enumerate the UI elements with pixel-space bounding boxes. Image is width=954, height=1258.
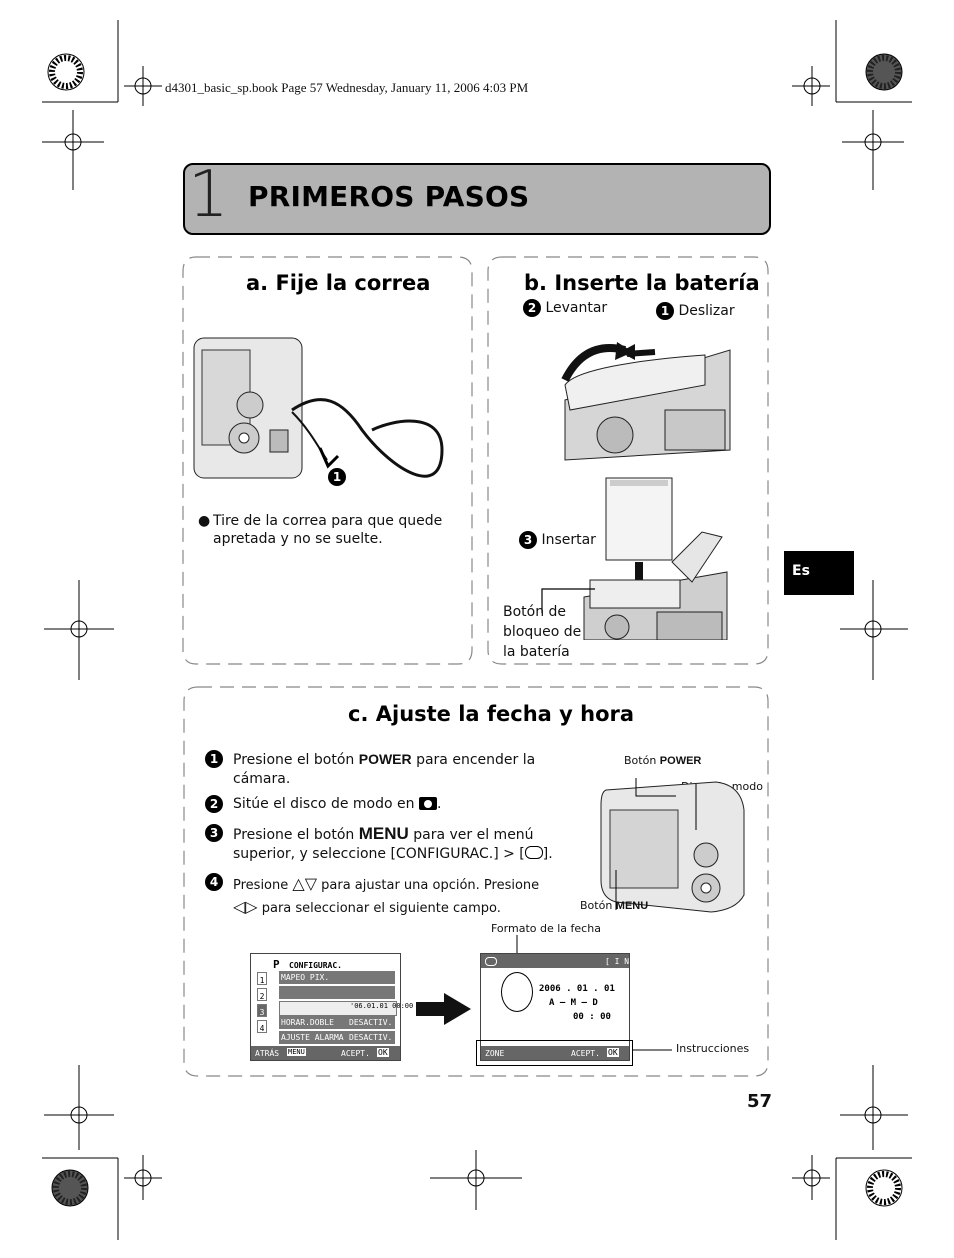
lcd-clock-icon (485, 957, 497, 966)
bullet-icon: ● (198, 513, 211, 529)
strap-note: ● Tire de la correa para que quede apret… (198, 512, 448, 548)
label-lift: 2 Levantar (523, 299, 607, 317)
instructions-leader (632, 1049, 672, 1051)
lcd-date-header: [ I N ] (481, 954, 639, 968)
label-instructions: Instrucciones (676, 1042, 750, 1055)
lcd-row-pixel-mapping: MAPEO PIX. (279, 971, 395, 984)
strap-note-text: Tire de la correa para que quede apretad… (213, 513, 443, 547)
chapter-number: 1 (188, 158, 229, 232)
lcd-mode: P (273, 958, 280, 971)
lcd-row-brightness (279, 986, 395, 999)
lcd-date-order: A — M — D (549, 998, 598, 1008)
label-menu-button: Botón MENU (580, 899, 649, 912)
up-down-arrows-icon: △▽ (292, 874, 317, 893)
lcd-date-screen: [ I N ] 2006 . 01 . 01 A — M — D 00 : 00… (480, 953, 639, 1061)
left-right-arrows-icon: ◁▷ (233, 897, 258, 916)
camera-strap-illustration (193, 337, 444, 479)
clock-icon (524, 846, 543, 859)
chapter-banner (183, 163, 771, 235)
lcd-footer: ATRÁS MENU ACEPT. OK (251, 1046, 400, 1060)
section-c-title: c. Ajuste la fecha y hora (348, 702, 635, 726)
lock-button-leader (541, 588, 595, 613)
page-number: 57 (747, 1091, 773, 1112)
lcd-tabs: 1 2 3 4 (257, 972, 267, 1033)
chapter-title: PRIMEROS PASOS (248, 180, 530, 213)
label-slide: 1 Deslizar (656, 302, 735, 320)
lcd-selector-ring (501, 972, 533, 1012)
lcd-menu-title: CONFIGURAC. (289, 961, 342, 970)
battery-insert-illustration (583, 477, 728, 640)
lcd-row-clock: '06.01.01 00:00 (279, 1001, 413, 1016)
lcd-date-footer: ZONE ACEPT. OK (481, 1046, 629, 1060)
right-arrow-icon (416, 993, 471, 1025)
file-header-line: d4301_basic_sp.book Page 57 Wednesday, J… (165, 80, 529, 95)
battery-cover-illustration (561, 342, 731, 461)
camera-back-illustration (600, 778, 745, 913)
language-tab: Es (784, 551, 854, 595)
strap-step-badge: 1 (328, 466, 346, 486)
lcd-time-value: 00 : 00 (573, 1012, 611, 1022)
section-a-title: a. Fije la correa (246, 271, 431, 295)
lcd-setup-menu: P CONFIGURAC. 1 2 3 4 MAPEO PIX. '06.01.… (250, 953, 413, 1061)
label-date-format: Formato de la fecha (491, 922, 601, 935)
label-insert: 3 Insertar (519, 531, 596, 549)
section-b-title: b. Inserte la batería (524, 271, 760, 295)
lcd-date-value: 2006 . 01 . 01 (539, 984, 615, 994)
label-power-button: Botón POWER (624, 754, 702, 767)
camera-icon (418, 797, 437, 810)
instructions-highlight (476, 1040, 633, 1066)
label-battery-lock: Botón de bloqueo de la batería (503, 604, 582, 660)
